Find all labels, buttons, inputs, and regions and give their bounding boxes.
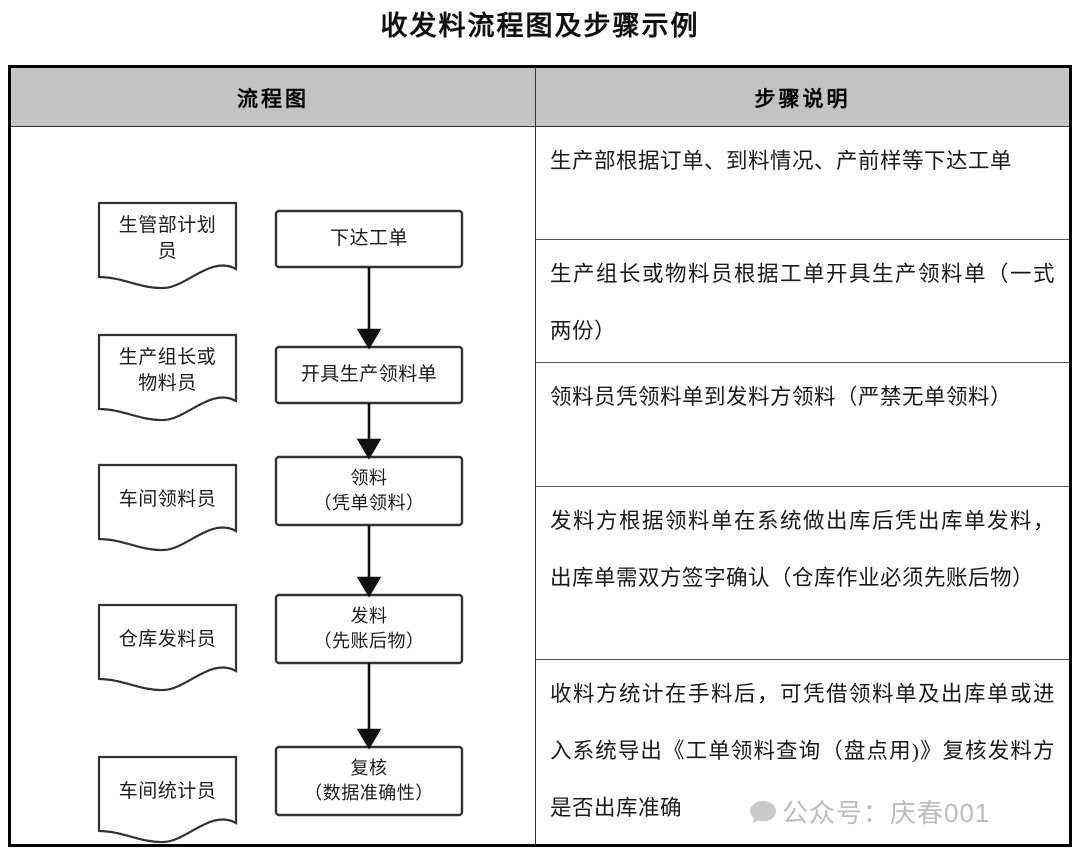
role-5-document-shape	[97, 755, 238, 844]
flowchart-table: 流程图 步骤说明	[8, 65, 1072, 847]
step-1-process-box	[274, 209, 464, 269]
table-header-row: 流程图 步骤说明	[11, 68, 1069, 127]
step-5-process-box	[274, 745, 464, 817]
flowchart-svg	[97, 201, 464, 844]
step-4-process-box	[274, 593, 464, 665]
flowchart-cell: 生管部计划 员 生产组长或 物料员 车间领料员 仓库发料员 车间统计员 下达工单…	[11, 127, 535, 844]
step-description-row-5: 收料方统计在手料后，可凭借领料单及出库单或进入系统导出《工单领料查询（盘点用)》…	[550, 682, 1055, 820]
step-description-row-3: 领料员凭领料单到发料方领料（严禁无单领料）	[536, 363, 1069, 487]
step-description-row-1: 生产部根据订单、到料情况、产前样等下达工单	[536, 127, 1069, 240]
step-description-row-4: 发料方根据领料单在系统做出库后凭出库单发料，出库单需双方签字确认（仓库作业必须先…	[536, 487, 1069, 660]
role-1-document-shape	[97, 201, 238, 290]
step-3-process-box	[274, 455, 464, 527]
connector-1-arrowhead	[356, 328, 382, 350]
step-2-process-box	[274, 345, 464, 405]
role-4-document-shape	[97, 603, 238, 692]
column-divider	[535, 68, 536, 844]
step-description-row-2: 生产组长或物料员根据工单开具生产领料单（一式两份）	[536, 240, 1069, 363]
page-title: 收发料流程图及步骤示例	[380, 11, 700, 41]
role-3-document-shape	[97, 463, 238, 552]
steps-column: 生产部根据订单、到料情况、产前样等下达工单 生产组长或物料员根据工单开具生产领料…	[536, 127, 1069, 844]
role-2-document-shape	[97, 333, 238, 422]
connector-3-arrowhead	[356, 576, 382, 598]
column-header-flowchart: 流程图	[237, 86, 309, 111]
connector-2-arrowhead	[356, 438, 382, 460]
connector-4-arrowhead	[356, 728, 382, 750]
column-header-steps: 步骤说明	[754, 86, 851, 111]
